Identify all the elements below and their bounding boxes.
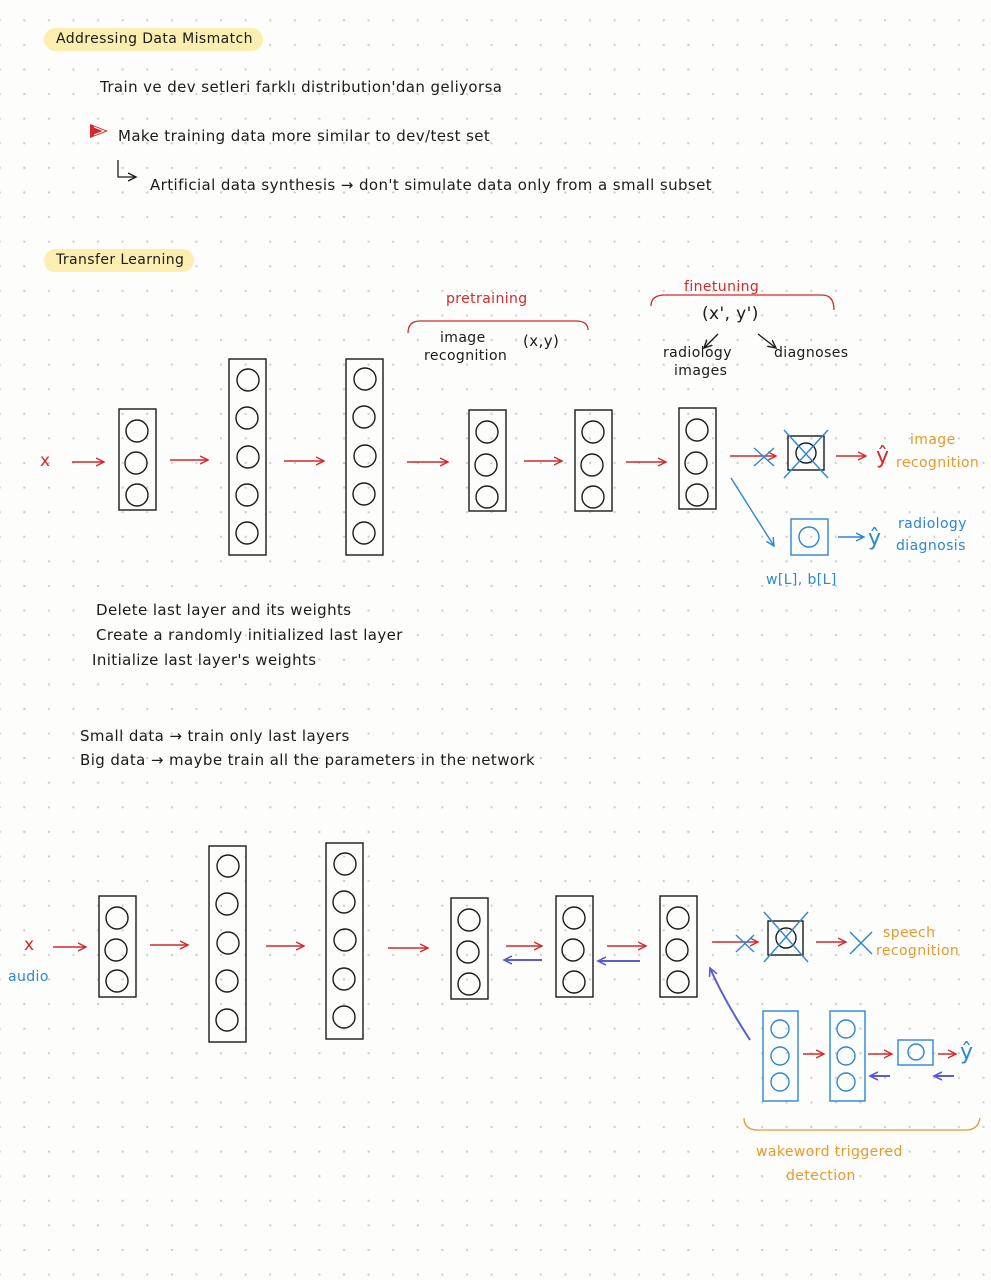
detection-label: detection bbox=[786, 1168, 856, 1184]
output-speech-recognition-label: recognition bbox=[876, 943, 960, 959]
pretraining-text-image: image bbox=[440, 330, 486, 346]
step-initialize-weights: Initialize last layer's weights bbox=[92, 651, 317, 669]
note-line-distribution: Train ve dev setleri farklı distribution… bbox=[100, 78, 503, 96]
speech-arrows bbox=[53, 942, 846, 948]
speech-layer-5 bbox=[555, 895, 594, 998]
input-x-audio-symbol: x bbox=[24, 935, 35, 955]
layer-5 bbox=[574, 409, 613, 512]
section-title-data-mismatch: Addressing Data Mismatch bbox=[44, 28, 263, 51]
note-big-data: Big data → maybe train all the parameter… bbox=[80, 751, 536, 769]
input-x-label: x bbox=[40, 451, 51, 471]
finetuning-images: images bbox=[674, 363, 728, 379]
step-create-layer: Create a randomly initialized last layer bbox=[96, 626, 403, 644]
step-delete-layer: Delete last layer and its weights bbox=[96, 601, 352, 619]
output-radiology-label: radiology bbox=[898, 516, 967, 532]
new-output-layer bbox=[730, 477, 864, 556]
pretraining-text-recognition: recognition bbox=[424, 348, 508, 364]
new-weights-label: w[L], b[L] bbox=[766, 572, 837, 588]
output-diagnosis-label: diagnosis bbox=[896, 538, 966, 554]
network-transfer-learning bbox=[118, 358, 825, 556]
network-speech bbox=[98, 842, 804, 1043]
speech-layer-3 bbox=[325, 842, 364, 1040]
wakeword-label: wakeword triggered bbox=[756, 1144, 903, 1160]
note-line-similar-data: Make training data more similar to dev/t… bbox=[118, 127, 491, 145]
red-bullet-arrow-icon bbox=[90, 124, 108, 138]
output-speech-label: speech bbox=[883, 925, 936, 941]
output-image-label: image bbox=[910, 432, 956, 448]
output-yhat-image: ŷ bbox=[876, 444, 890, 469]
finetuning-label: finetuning bbox=[684, 279, 760, 295]
delete-layer-cross-icon bbox=[753, 429, 829, 479]
finetuning-radiology: radiology bbox=[663, 345, 732, 361]
output-layer-old bbox=[787, 435, 825, 471]
output-yhat-radiology: ŷ bbox=[868, 526, 882, 551]
note-small-data: Small data → train only last layers bbox=[80, 727, 350, 745]
output-recognition-label: recognition bbox=[896, 455, 980, 471]
pretraining-pair: (x,y) bbox=[523, 332, 560, 350]
wakeword-bracket bbox=[743, 1117, 981, 1131]
speech-output-old bbox=[767, 920, 804, 956]
note-line-synthesis: Artificial data synthesis → don't simula… bbox=[150, 176, 713, 194]
wakeword-network bbox=[762, 1010, 934, 1102]
layer-4 bbox=[468, 409, 507, 512]
output-yhat-wakeword: ŷ bbox=[960, 1040, 974, 1065]
network-arrows bbox=[72, 456, 866, 462]
sub-bullet-arrow-icon bbox=[117, 160, 136, 177]
wakeword-arrows bbox=[803, 1054, 956, 1076]
layer-2 bbox=[228, 358, 267, 556]
input-audio-label: audio bbox=[8, 969, 49, 985]
finetuning-diagnoses: diagnoses bbox=[774, 345, 849, 361]
annotation-brackets bbox=[407, 294, 835, 348]
backprop-arrows bbox=[504, 960, 751, 1041]
section-title-transfer-learning: Transfer Learning bbox=[44, 249, 195, 272]
layer-1 bbox=[118, 408, 157, 511]
speech-layer-1 bbox=[98, 895, 137, 998]
layer-3 bbox=[345, 358, 384, 556]
layer-6 bbox=[678, 407, 717, 510]
speech-cross-icon bbox=[735, 911, 873, 963]
speech-layer-6 bbox=[659, 895, 698, 998]
finetuning-pair: (x', y') bbox=[702, 304, 759, 324]
speech-layer-2 bbox=[208, 845, 247, 1043]
speech-layer-4 bbox=[450, 897, 489, 1000]
pretraining-label: pretraining bbox=[446, 291, 528, 307]
